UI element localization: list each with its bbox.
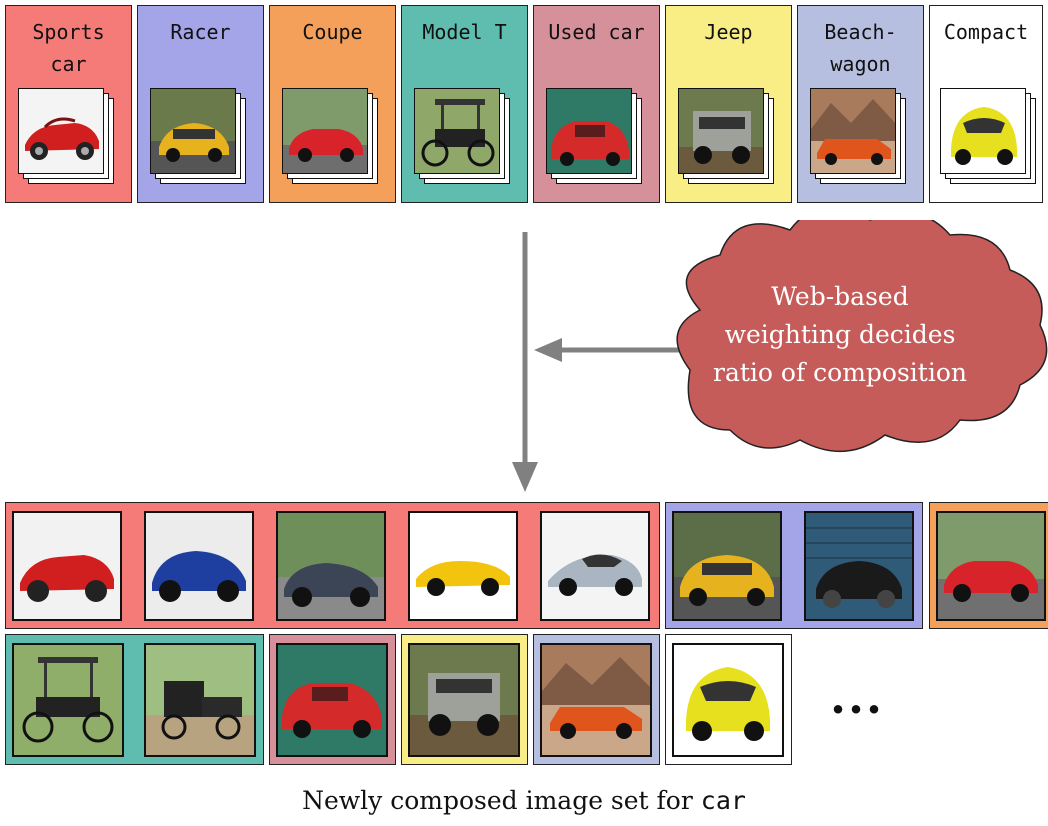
result-image <box>408 643 520 757</box>
category-label: Sports car <box>32 20 105 76</box>
result-image <box>276 643 388 757</box>
category-panel-model-t: Model T <box>401 5 528 203</box>
category-panel-beachwagon: Beach- wagon <box>797 5 924 203</box>
image-stack <box>414 88 510 184</box>
category-panel-coupe: Coupe <box>269 5 396 203</box>
ellipsis: ... <box>830 670 885 724</box>
result-image <box>144 511 254 621</box>
result-image <box>540 643 652 757</box>
figure-caption: Newly composed image set for car <box>0 786 1048 815</box>
result-image <box>408 511 518 621</box>
model-t-car-thumbnail <box>414 88 500 174</box>
result-image <box>672 511 782 621</box>
result-image <box>540 511 650 621</box>
category-label: Model T <box>422 20 507 44</box>
result-image <box>936 511 1046 621</box>
image-stack <box>810 88 906 184</box>
result-image <box>276 511 386 621</box>
jeep-car-thumbnail <box>678 88 764 174</box>
category-panel-jeep: Jeep <box>665 5 792 203</box>
sports-car-thumbnail <box>18 88 104 174</box>
result-image <box>804 511 914 621</box>
category-label: Compact <box>943 20 1029 44</box>
category-panel-racer: Racer <box>137 5 264 203</box>
category-label: Used car <box>548 20 645 44</box>
result-image <box>12 643 124 757</box>
compact-car-thumbnail <box>940 88 1026 174</box>
cloud-line-3: ratio of composition <box>713 358 967 387</box>
category-panel-used-car: Used car <box>533 5 660 203</box>
image-stack <box>678 88 774 184</box>
beachwagon-car-thumbnail <box>810 88 896 174</box>
cloud-line-2: weighting decides <box>724 320 956 349</box>
result-image <box>12 511 122 621</box>
image-stack <box>18 88 114 184</box>
category-label: Coupe <box>302 20 363 44</box>
category-panel-compact: Compact <box>929 5 1043 203</box>
caption-keyword: car <box>700 786 746 815</box>
caption-prefix: Newly composed image set for <box>302 786 701 815</box>
result-image <box>672 643 784 757</box>
racer-car-thumbnail <box>150 88 236 174</box>
image-stack <box>282 88 378 184</box>
cloud-line-1: Web-based <box>771 282 909 311</box>
image-stack <box>546 88 642 184</box>
weighting-cloud <box>676 220 1048 452</box>
category-label: Beach- wagon <box>824 20 897 76</box>
image-stack <box>940 88 1036 184</box>
coupe-car-thumbnail <box>282 88 368 174</box>
result-image <box>144 643 256 757</box>
category-label: Racer <box>170 20 231 44</box>
cloud-text: Web-based weighting decides ratio of com… <box>660 278 1020 392</box>
category-panel-sports-car: Sports car <box>5 5 132 203</box>
flow-arrows <box>512 220 1048 492</box>
image-stack <box>150 88 246 184</box>
category-label: Jeep <box>704 20 753 44</box>
left-arrow-head <box>534 338 562 362</box>
down-arrow-head <box>512 462 538 492</box>
used-car-thumbnail <box>546 88 632 174</box>
